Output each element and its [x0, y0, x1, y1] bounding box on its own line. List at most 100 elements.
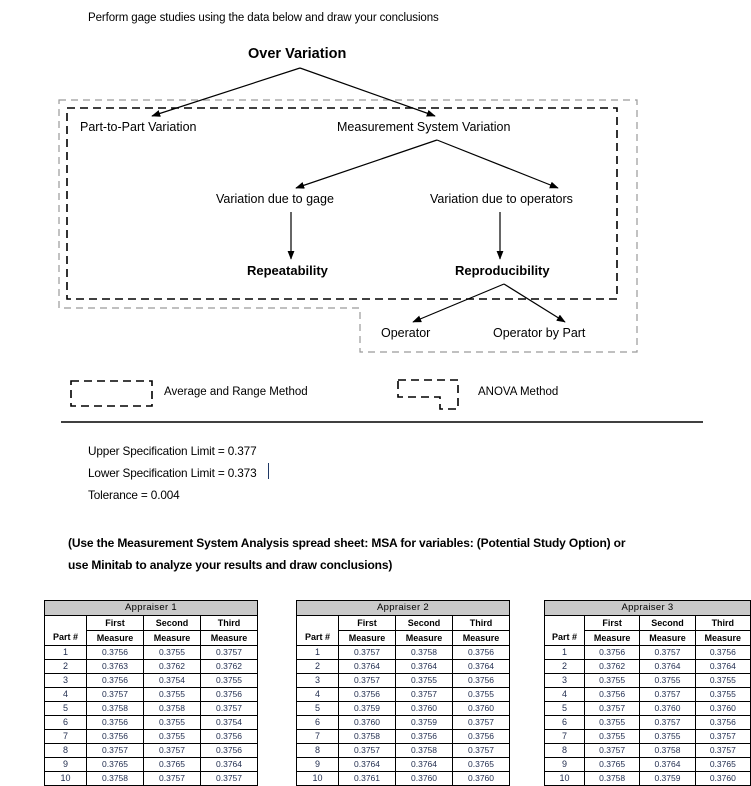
analysis-note: (Use the Measurement System Analysis spr… [68, 536, 626, 572]
measure-cell-1: 0.3761 [338, 771, 396, 786]
average-range-region-outline [66, 107, 618, 300]
measure-cell-2: 0.3758 [395, 743, 453, 758]
measure-cell-2: 0.3758 [143, 701, 201, 716]
measure-cell-2: 0.3754 [143, 673, 201, 688]
measure-cell-1: 0.3759 [338, 701, 396, 716]
table-head-row-2: Measure Measure Measure [45, 630, 258, 646]
edge-overvariation-to-parttopart [151, 67, 301, 117]
measure-cell-2: 0.3764 [395, 659, 453, 674]
node-measurement-system-variation: Measurement System Variation [337, 120, 511, 134]
node-part-to-part-variation: Part-to-Part Variation [80, 120, 197, 134]
measure-cell-2: 0.3757 [639, 645, 696, 660]
part-number-cell: 7 [544, 729, 585, 744]
measure-cell-2: 0.3755 [639, 729, 696, 744]
measure-cell-2: 0.3764 [639, 757, 696, 772]
measure-cell-2: 0.3755 [639, 673, 696, 688]
measure-cell-2: 0.3755 [395, 673, 453, 688]
part-number-cell: 1 [44, 645, 87, 660]
measure-cell-2: 0.3755 [143, 729, 201, 744]
part-number-cell: 4 [296, 687, 339, 702]
anova-region-outline [58, 99, 638, 353]
part-number-cell: 6 [296, 715, 339, 730]
table-head-row-1: Part # First Second Third [44, 615, 258, 646]
measure-cell-1: 0.3757 [583, 701, 641, 716]
measure-cell-3: 0.3760 [694, 771, 751, 786]
measure-cell-2: 0.3762 [143, 659, 201, 674]
edge-reproducibility-to-operator [412, 283, 505, 323]
second-measure-header-line2: Measure [395, 630, 453, 646]
measure-cell-3: 0.3756 [694, 715, 751, 730]
measure-cell-3: 0.3754 [200, 715, 258, 730]
measure-cell-2: 0.3755 [143, 715, 201, 730]
measure-cell-3: 0.3757 [200, 701, 258, 716]
table-title-row: Appraiser 1 [44, 600, 258, 616]
measure-cell-2: 0.3764 [395, 757, 453, 772]
part-number-cell: 7 [44, 729, 87, 744]
measure-cell-1: 0.3758 [583, 771, 641, 786]
part-number-cell: 6 [544, 715, 585, 730]
measure-cell-1: 0.3755 [583, 729, 641, 744]
third-measure-header-line1: Third [200, 615, 258, 631]
measure-cell-1: 0.3762 [583, 659, 641, 674]
measure-cell-1: 0.3756 [583, 687, 641, 702]
diagram-graphics [58, 67, 703, 423]
measure-cell-1: 0.3755 [583, 673, 641, 688]
measure-cell-3: 0.3755 [200, 673, 258, 688]
measure-cell-2: 0.3757 [639, 687, 696, 702]
measure-cell-3: 0.3755 [452, 687, 510, 702]
second-measure-header-line1: Second [639, 615, 696, 631]
first-measure-header-line1: First [86, 615, 144, 631]
measure-cell-3: 0.3756 [452, 673, 510, 688]
measure-cell-3: 0.3756 [200, 729, 258, 744]
node-operator: Operator [381, 326, 431, 340]
part-number-header: Part # [544, 615, 585, 646]
part-number-cell: 9 [44, 757, 87, 772]
measure-cell-3: 0.3765 [452, 757, 510, 772]
measure-cell-1: 0.3755 [583, 715, 641, 730]
part-number-cell: 10 [296, 771, 339, 786]
measure-cell-2: 0.3760 [639, 701, 696, 716]
part-number-cell: 3 [296, 673, 339, 688]
part-number-header: Part # [296, 615, 339, 646]
third-measure-header-line2: Measure [694, 630, 751, 646]
variation-breakdown-diagram: Over Variation Part-to-Part Variation Me… [58, 46, 703, 572]
legend-swatch-anova [397, 379, 459, 410]
first-measure-header-line2: Measure [338, 630, 396, 646]
second-measure-header-line2: Measure [639, 630, 696, 646]
part-number-cell: 3 [544, 673, 585, 688]
edge-measurementsystem-to-operators [436, 139, 559, 189]
part-number-cell: 5 [296, 701, 339, 716]
measure-cell-1: 0.3758 [338, 729, 396, 744]
measure-cell-2: 0.3760 [395, 701, 453, 716]
legend-swatch-average-range [70, 380, 153, 407]
first-measure-header-line2: Measure [86, 630, 144, 646]
measure-cell-3: 0.3757 [694, 743, 751, 758]
measure-cell-3: 0.3760 [452, 771, 510, 786]
appraiser-title: Appraiser 3 [544, 600, 751, 616]
node-variation-due-to-operators: Variation due to operators [430, 192, 573, 206]
table-head-row-1: Part # First Second Third [296, 615, 510, 646]
first-measure-header-line1: First [338, 615, 396, 631]
measure-cell-1: 0.3756 [86, 729, 144, 744]
measure-cell-2: 0.3764 [639, 659, 696, 674]
third-measure-header-line1: Third [452, 615, 510, 631]
second-measure-header-line1: Second [395, 615, 453, 631]
measure-cell-3: 0.3762 [200, 659, 258, 674]
